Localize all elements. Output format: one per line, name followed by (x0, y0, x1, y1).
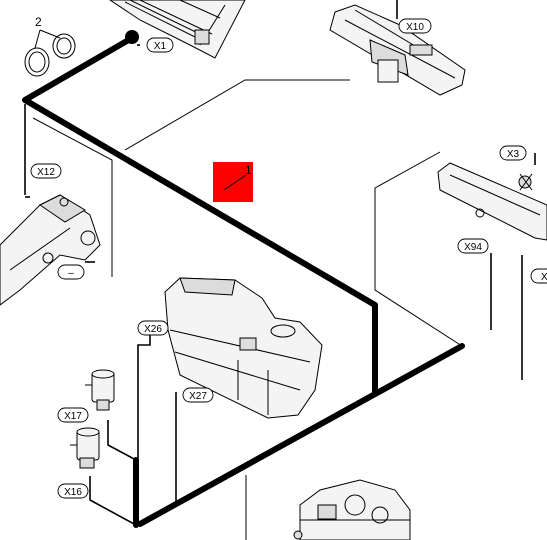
svg-text:X26: X26 (144, 324, 162, 335)
harness-highlight-item-1: 1 (213, 162, 253, 202)
outline-lines (32, 79, 463, 540)
pump-part-bottom (293, 479, 411, 540)
hose-clamp-pair: 2 (24, 15, 76, 77)
callout-2-number: 2 (35, 15, 42, 29)
x17-sensor-upper (85, 369, 115, 411)
label-x10: X10 (398, 18, 432, 34)
label-minus: – (57, 264, 85, 280)
x1-connector-plug (125, 30, 139, 44)
svg-text:X: X (541, 272, 547, 283)
svg-text:X27: X27 (189, 391, 207, 402)
svg-text:X12: X12 (37, 167, 55, 178)
svg-text:X3: X3 (507, 149, 520, 160)
svg-text:X1: X1 (154, 41, 167, 52)
label-x26: X26 (137, 320, 169, 336)
svg-text:X16: X16 (64, 487, 82, 498)
label-x17: X17 (57, 407, 89, 423)
label-x16: X16 (57, 483, 89, 499)
label-x94: X94 (457, 238, 489, 254)
radiator-part (109, 0, 246, 59)
main-harness (22, 30, 465, 528)
label-x1: X1 (146, 37, 174, 53)
callout-1-number: 1 (245, 163, 252, 177)
svg-text:X94: X94 (464, 242, 482, 253)
x3-bar-part (437, 162, 547, 241)
bracket-part-left (0, 194, 101, 306)
svg-text:–: – (68, 268, 74, 279)
label-x3: X3 (499, 145, 527, 161)
x10-module-part (329, 4, 466, 96)
label-x-partial: X (530, 268, 547, 284)
expansion-tank-part (164, 277, 323, 419)
x17-sensor-lower (70, 427, 100, 469)
svg-text:X10: X10 (406, 22, 424, 33)
svg-text:X17: X17 (64, 411, 82, 422)
label-x12: X12 (30, 163, 62, 179)
leader-lines (24, 0, 536, 526)
label-x27: X27 (182, 387, 214, 403)
